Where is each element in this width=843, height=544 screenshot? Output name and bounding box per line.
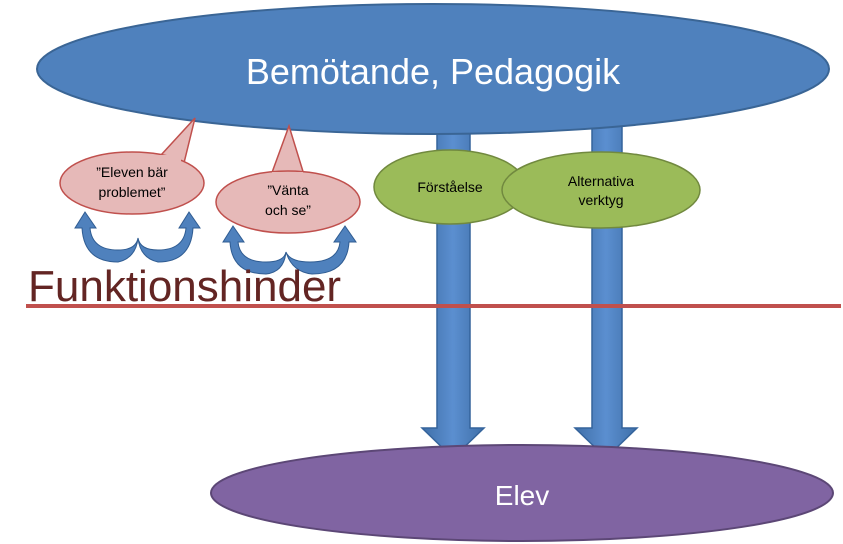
top-ellipse (36, 3, 830, 135)
curved-arrows-right (222, 225, 357, 275)
green-oval-tools-line-2: verktyg (578, 192, 623, 208)
speech-bubble-1-line-2: problemet” (99, 184, 166, 200)
speech-bubble-2-line-2: och se” (265, 202, 311, 218)
speech-bubble-2: ”Vänta och se” (215, 123, 361, 234)
bottom-ellipse-label: Elev (495, 480, 549, 511)
curved-arrows-left (74, 211, 201, 263)
barrier-label: Funktionshinder (28, 262, 341, 311)
bottom-ellipse (210, 444, 834, 542)
speech-bubble-2-line-1: ”Vänta (267, 182, 308, 198)
green-oval-understanding: Förståelse (373, 149, 527, 225)
green-oval-tools: Alternativa verktyg (501, 151, 701, 229)
speech-bubble-1-line-1: ”Eleven bär (96, 164, 168, 180)
top-ellipse-label: Bemötande, Pedagogik (246, 51, 621, 92)
green-oval-tools-line-1: Alternativa (568, 173, 634, 189)
speech-bubble-1: ”Eleven bär problemet” (59, 117, 205, 215)
green-oval-understanding-label: Förståelse (417, 179, 483, 195)
